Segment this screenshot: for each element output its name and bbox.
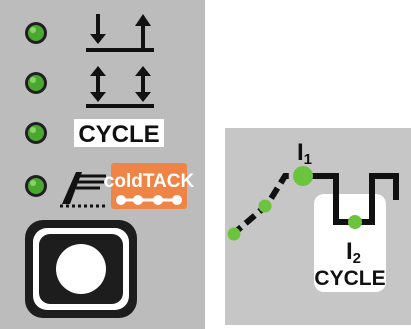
mode-led-coldtack[interactable] xyxy=(25,175,47,197)
right-panel: I1 I2 CYCLE xyxy=(225,128,411,325)
coldtack-dots-icon xyxy=(116,195,182,205)
coldtack-label: coldTACK xyxy=(104,171,195,192)
mode-led-4t[interactable] xyxy=(25,72,47,94)
mode-select-button[interactable] xyxy=(25,220,137,318)
two-step-symbol-icon xyxy=(86,14,154,52)
right-cycle-label: CYCLE xyxy=(314,267,385,290)
coldtack-badge xyxy=(111,163,187,209)
cycle-label: CYCLE xyxy=(78,121,159,148)
torch-icon xyxy=(60,172,106,208)
left-panel: CYCLE coldTACK xyxy=(0,0,205,329)
i1-label: I1 xyxy=(297,139,312,168)
cycle-label-box xyxy=(74,119,164,147)
i2-label: I2 xyxy=(346,238,361,267)
mode-led-cycle[interactable] xyxy=(25,122,47,144)
four-step-symbol-icon xyxy=(86,66,154,108)
cycle-waveform xyxy=(230,173,399,238)
mode-led-2t[interactable] xyxy=(25,22,47,44)
waveform-points xyxy=(227,166,362,241)
i2-cycle-box xyxy=(314,194,386,292)
